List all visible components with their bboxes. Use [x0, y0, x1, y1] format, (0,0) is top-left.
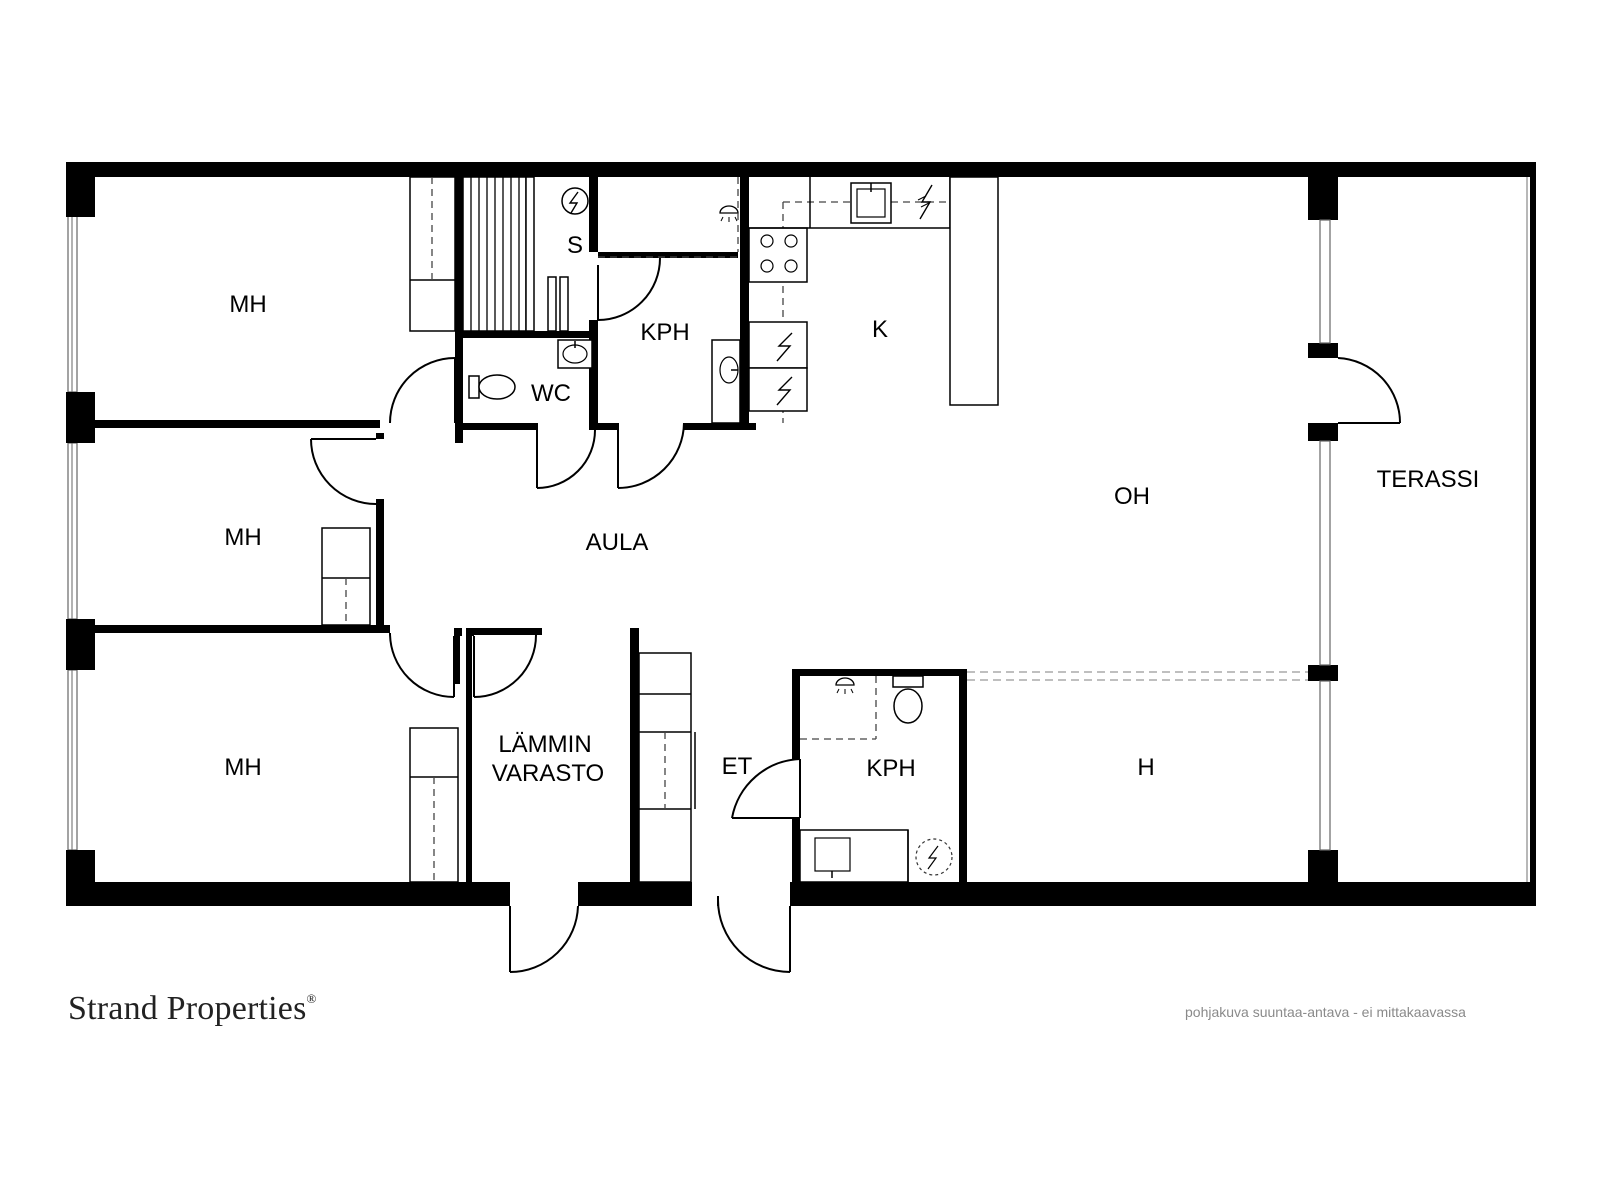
label-mh-top: MH	[229, 291, 266, 318]
sink-lower-icon	[799, 829, 909, 883]
label-wc: WC	[531, 380, 571, 407]
label-living: OH	[1114, 483, 1150, 510]
label-storage-line2: VARASTO	[492, 760, 604, 787]
dishwasher-icon	[917, 184, 933, 220]
opening-lines	[598, 256, 1308, 681]
brand-logo: Strand Properties®	[68, 990, 317, 1028]
kitchen-sink-icon	[850, 182, 892, 224]
fridge-icon	[776, 332, 793, 362]
disclaimer-text: pohjakuva suuntaa-antava - ei mittakaava…	[1185, 1004, 1466, 1020]
shower-lower-icon	[835, 677, 855, 694]
label-terrace: TERASSI	[1377, 466, 1480, 493]
room-labels: MH MH MH S KPH WC K OH TERASSI AULA LÄMM…	[224, 232, 1479, 787]
kph-sink-icon	[711, 339, 741, 424]
left-windows	[67, 214, 78, 851]
kitchen-counters	[748, 176, 999, 423]
exterior-walls	[66, 162, 1536, 906]
brand-registered-mark: ®	[306, 990, 317, 1006]
oven-icon	[776, 376, 793, 406]
terrace-windows	[1319, 177, 1528, 882]
shower-icon	[719, 205, 739, 222]
doors	[310, 257, 1402, 973]
label-kitchen: K	[872, 316, 888, 343]
label-mh-bottom: MH	[224, 754, 261, 781]
wc-toilet-icon	[468, 374, 516, 400]
washing-machine-icon	[915, 838, 953, 876]
label-kph-lower: KPH	[866, 755, 915, 782]
label-mh-middle: MH	[224, 524, 261, 551]
sauna-heater-icon	[561, 187, 589, 215]
interior-walls	[95, 177, 967, 882]
toilet-lower-icon	[892, 675, 924, 724]
wc-sink-icon	[557, 339, 593, 369]
label-kph-upper: KPH	[640, 319, 689, 346]
brand-name: Strand Properties	[68, 990, 307, 1027]
wardrobes	[321, 176, 696, 883]
label-storage-line1: LÄMMIN	[498, 731, 591, 758]
sauna-benches	[462, 176, 569, 332]
label-bedroom: H	[1137, 754, 1154, 781]
stove-icon	[760, 234, 798, 273]
label-hall: AULA	[586, 529, 649, 556]
label-sauna: S	[567, 232, 583, 259]
label-entry: ET	[722, 753, 753, 780]
